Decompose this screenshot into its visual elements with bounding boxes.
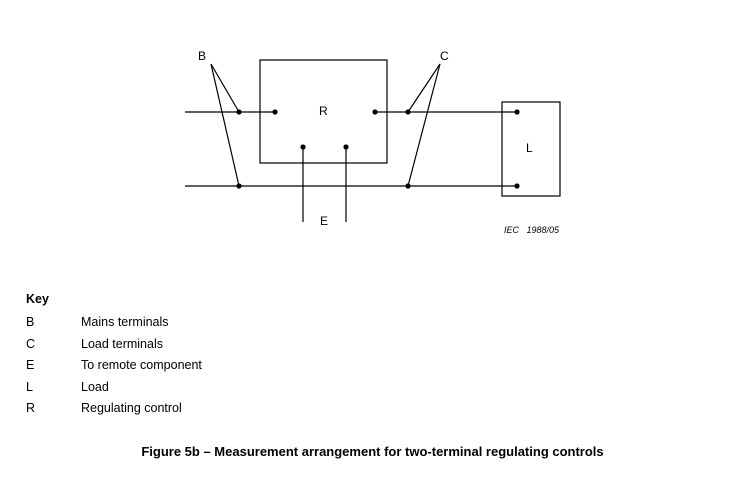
- key-code: R: [26, 401, 36, 416]
- mains-terminal-top: [236, 109, 242, 115]
- load-terminal-bottom: [405, 183, 411, 189]
- key-code: B: [26, 315, 35, 329]
- key-item: B Mains terminals: [26, 315, 202, 337]
- r-input-terminal: [272, 109, 278, 115]
- key-item: R Regulating control: [26, 401, 202, 423]
- label-b: B: [198, 49, 206, 63]
- key-description: Load terminals: [81, 336, 163, 351]
- r-remote-terminal-left: [300, 144, 306, 150]
- key-code: L: [26, 379, 33, 394]
- load-box: [501, 101, 561, 197]
- key-code: E: [26, 358, 35, 373]
- key-code: C: [26, 336, 36, 351]
- r-remote-terminal-right: [343, 144, 349, 150]
- iec-code: IEC 1988/05: [504, 225, 560, 235]
- key-list: B Mains terminals C Load terminals E To …: [26, 315, 202, 423]
- label-c: C: [440, 49, 449, 63]
- label-r: R: [319, 104, 328, 118]
- figure-caption: Figure 5b – Measurement arrangement for …: [141, 444, 604, 459]
- key-description: Mains terminals: [81, 315, 169, 329]
- l-terminal-bottom: [514, 183, 520, 189]
- r-output-terminal: [372, 109, 378, 115]
- label-e: E: [320, 214, 328, 228]
- mains-terminal-bottom: [236, 183, 242, 189]
- key-description: Load: [81, 379, 109, 394]
- key-item: E To remote component: [26, 358, 202, 380]
- c-pointer-top: [407, 63, 441, 113]
- key-description: To remote component: [81, 358, 202, 373]
- key-item: C Load terminals: [26, 337, 202, 359]
- b-pointer-top: [210, 63, 240, 113]
- label-l: L: [526, 141, 533, 155]
- c-pointer-bottom: [407, 63, 441, 187]
- l-terminal-top: [514, 109, 520, 115]
- key-item: L Load: [26, 380, 202, 402]
- b-pointer-bottom: [210, 63, 240, 187]
- load-terminal-top: [405, 109, 411, 115]
- key-description: Regulating control: [81, 401, 182, 416]
- key-heading: Key: [26, 292, 49, 306]
